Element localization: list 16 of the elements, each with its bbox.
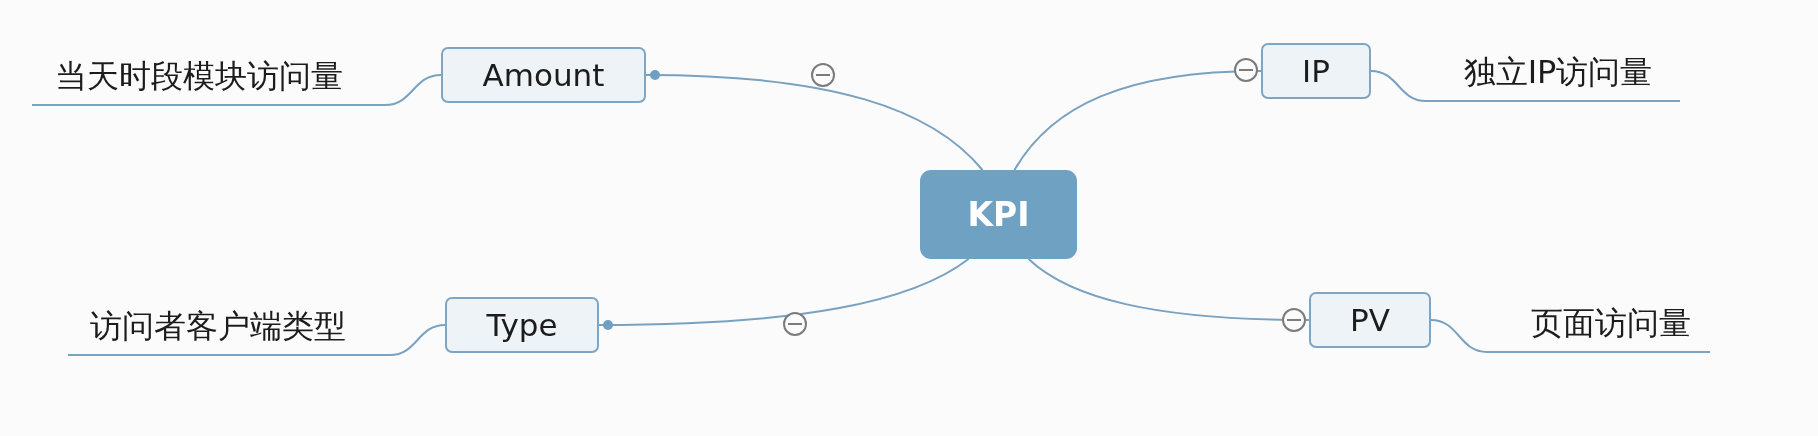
topic-box: Amount	[441, 47, 646, 103]
topic-box: PV	[1309, 292, 1431, 348]
underlined-label: 当天时段模块访问量	[32, 56, 385, 106]
central-topic-box: KPI	[920, 170, 1077, 259]
topic-box: Type	[445, 297, 599, 353]
topic-box: IP	[1261, 43, 1371, 99]
branch-line	[1430, 319, 1488, 353]
branch-line	[389, 324, 446, 356]
branch-line	[598, 258, 970, 330]
underlined-label: 页面访问量	[1487, 303, 1710, 353]
underlined-label: 访问者客户端类型	[68, 306, 390, 356]
branch-line	[1013, 70, 1262, 171]
branch-line	[384, 74, 442, 106]
underlined-label: 独立IP访问量	[1426, 52, 1680, 102]
branch-line	[645, 70, 984, 171]
branch-line	[1370, 70, 1427, 102]
